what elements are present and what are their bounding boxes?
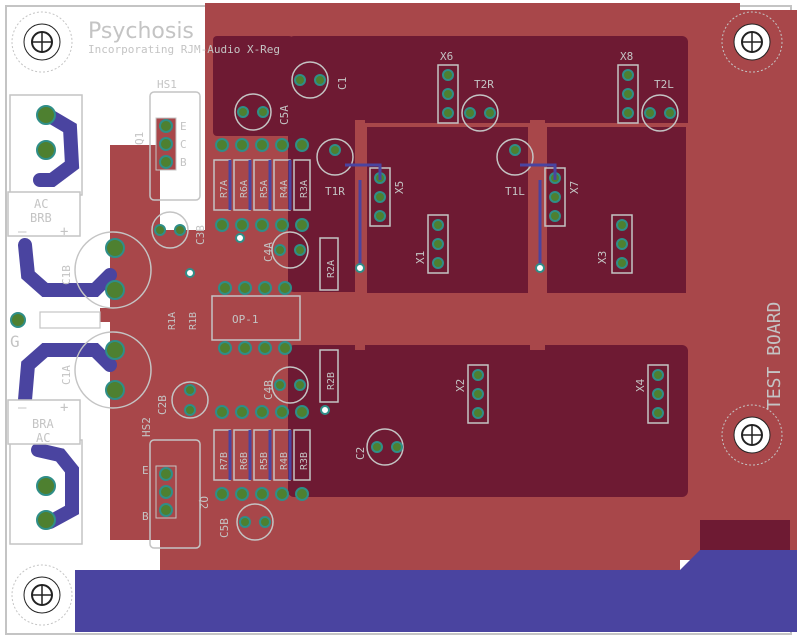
label-x7: X7 <box>568 181 581 194</box>
mounting-hole-bl <box>11 564 73 626</box>
label-r6b: R6B <box>239 452 250 470</box>
label-ac-bot: AC <box>36 431 50 445</box>
label-t2l: T2L <box>654 78 674 91</box>
label-x2: X2 <box>454 379 467 392</box>
bottom-trace-brb <box>33 108 80 187</box>
label-bra: BRA <box>32 417 54 431</box>
small-capacitors <box>151 61 679 541</box>
label-minus-top: – <box>18 224 27 240</box>
label-c2b: C2B <box>156 395 169 415</box>
label-c4a: C4A <box>262 242 275 262</box>
label-x4: X4 <box>634 378 647 392</box>
mounting-hole-br <box>721 404 783 466</box>
label-r7b: R7B <box>219 452 230 470</box>
label-e2: E <box>142 464 149 477</box>
label-c5b: C5B <box>218 518 231 538</box>
mounting-hole-tl <box>11 11 73 73</box>
bottom-trace-brb-2 <box>18 238 117 297</box>
board-subtitle: Incorporating RJM-Audio X-Reg <box>88 43 280 56</box>
label-hs1: HS1 <box>157 78 177 91</box>
bottom-copper-corner <box>700 520 790 550</box>
small-capacitor-pads <box>154 74 676 528</box>
label-x6: X6 <box>440 50 453 63</box>
label-brb: BRB <box>30 211 52 225</box>
label-r1b: R1B <box>188 312 199 330</box>
label-b1: B <box>180 156 187 169</box>
label-r1a: R1A <box>167 312 178 330</box>
board-title: Psychosis <box>88 19 194 44</box>
resistor-bank-a-pads <box>215 138 309 232</box>
label-t1l: T1L <box>505 185 525 198</box>
label-r2b: R2B <box>326 372 337 390</box>
bridge-rectifier-bra <box>7 399 83 545</box>
side-label: TEST BOARD <box>764 302 785 410</box>
label-r2a: R2A <box>326 260 337 278</box>
label-g: G <box>10 332 20 351</box>
label-c4b: C4B <box>262 380 275 400</box>
label-x8: X8 <box>620 50 633 63</box>
plane-gap-4 <box>530 120 545 350</box>
label-r4b: R4B <box>279 452 290 470</box>
plane-gap-2 <box>543 123 690 297</box>
ground-terminal <box>10 311 101 329</box>
label-c3b: C3B <box>194 225 207 245</box>
trace-left-1 <box>100 308 300 322</box>
bottom-trace-bra <box>18 343 117 407</box>
label-minus-bot: – <box>18 400 27 416</box>
opamp-op1 <box>211 281 301 355</box>
vias <box>185 233 545 415</box>
label-hs2: HS2 <box>140 417 153 437</box>
label-q2: Q2 <box>197 496 210 509</box>
label-ac-top: AC <box>34 197 48 211</box>
label-c1b: C1B <box>60 265 73 285</box>
label-plus-bot: + <box>60 400 68 416</box>
label-r5b: R5B <box>259 452 270 470</box>
label-r7a: R7A <box>219 180 230 198</box>
label-b2: B <box>142 510 149 523</box>
label-r3a: R3A <box>299 180 310 198</box>
label-c1: C1 <box>336 77 349 90</box>
label-c5a: C5A <box>278 105 291 125</box>
label-q1: Q1 <box>133 132 146 145</box>
label-plus-top: + <box>60 224 68 240</box>
heatsink-hs2 <box>149 439 201 549</box>
capacitor-c1a <box>74 331 152 409</box>
capacitor-c1b <box>74 231 152 309</box>
label-x3: X3 <box>596 251 609 264</box>
inner-plane-left <box>213 36 293 136</box>
label-t2r: T2R <box>474 78 494 91</box>
resistor-r2a <box>319 237 339 291</box>
transistor-q2 <box>155 465 177 519</box>
transistor-q1 <box>155 117 177 171</box>
label-e1: E <box>180 120 187 133</box>
label-c1l: C <box>180 138 187 151</box>
bottom-copper-pour <box>75 550 797 632</box>
mounting-hole-tr <box>721 11 783 73</box>
label-r3b: R3B <box>299 452 310 470</box>
bottom-trace-bra-2 <box>31 443 79 529</box>
headers <box>369 64 669 424</box>
label-c2: C2 <box>354 447 367 460</box>
label-op1: OP-1 <box>232 313 259 326</box>
label-t1r: T1R <box>325 185 345 198</box>
label-r6a: R6A <box>239 180 250 198</box>
resistor-r2b <box>319 349 339 403</box>
bridge-rectifier-brb <box>7 94 83 237</box>
label-r5a: R5A <box>259 180 270 198</box>
label-x1: X1 <box>414 251 427 264</box>
resistor-bank-b-pads <box>215 405 309 501</box>
heatsink-hs1 <box>149 91 201 201</box>
bottom-traces-center <box>228 160 557 480</box>
label-c1a: C1A <box>60 365 73 385</box>
label-x5: X5 <box>393 181 406 194</box>
header-pads <box>374 69 664 419</box>
label-r4a: R4A <box>279 180 290 198</box>
